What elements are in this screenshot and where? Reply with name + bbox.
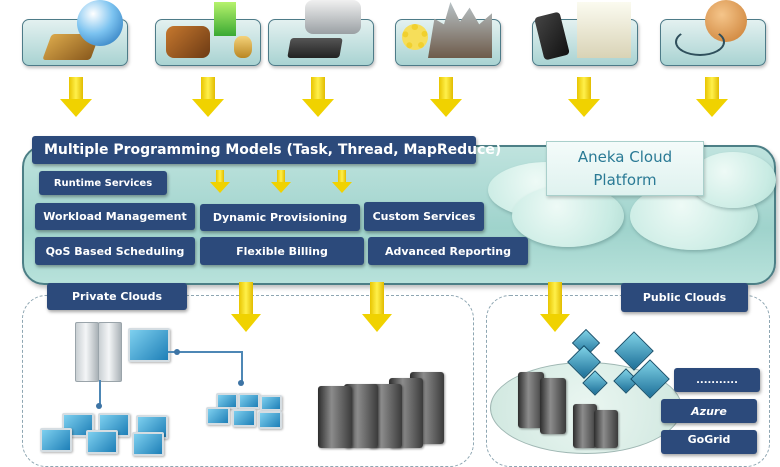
network-node-icon [238, 380, 244, 386]
app-tile-media [268, 0, 374, 66]
service-advanced-reporting: Advanced Reporting [368, 237, 528, 265]
aneka-name-line2: Platform [593, 171, 657, 189]
server-icon [98, 322, 122, 382]
network-link [168, 351, 242, 353]
finance-money-icon [166, 26, 210, 58]
arrow-down-icon [210, 170, 230, 194]
city-road-icon [428, 2, 492, 58]
workstation-icon [260, 395, 282, 411]
videotape-icon [287, 38, 343, 58]
arrow-down-icon [271, 170, 291, 194]
aneka-name-line1: Aneka Cloud [577, 148, 673, 166]
desktop-monitor-icon [128, 328, 170, 362]
service-custom-services: Custom Services [364, 202, 484, 231]
service-workload-management: Workload Management [35, 203, 195, 230]
arrow-down-icon [192, 77, 224, 119]
arrow-down-icon [540, 282, 570, 334]
cloud-decoration [690, 152, 776, 208]
provider-gogrid: GoGrid [661, 430, 757, 454]
network-node-icon [174, 349, 180, 355]
app-tile-healthcare [660, 0, 766, 66]
arrow-down-icon [362, 282, 392, 334]
app-tile-finance [155, 2, 261, 66]
workstation-icon [238, 393, 260, 409]
arrow-down-icon [430, 77, 462, 119]
arrow-down-icon [60, 77, 92, 119]
workstation-icon [40, 428, 72, 452]
app-tile-telecom [532, 2, 638, 66]
server-rack-icon [318, 386, 352, 448]
engineering-gears-icon [402, 24, 428, 50]
app-tile-geospatial [22, 0, 128, 66]
service-qos-scheduling: QoS Based Scheduling [35, 237, 195, 265]
programming-models-title: Multiple Programming Models (Task, Threa… [32, 136, 501, 164]
arrow-down-icon [231, 282, 261, 334]
coins-icon [234, 36, 252, 58]
arrow-down-icon [302, 77, 334, 119]
arrow-down-icon [696, 77, 728, 119]
stethoscope-icon [675, 28, 725, 56]
private-clouds-label: Private Clouds [47, 283, 187, 310]
workstation-icon [206, 407, 230, 425]
workstation-icon [86, 430, 118, 454]
server-rack-icon [518, 372, 544, 428]
server-icon [75, 322, 99, 382]
app-tile-engineering [395, 2, 501, 66]
server-rack-icon [594, 410, 618, 448]
runtime-services-label: Runtime Services [39, 171, 167, 195]
workstation-icon [132, 432, 164, 456]
aneka-cloud-platform-label: Aneka Cloud Platform [546, 141, 704, 196]
service-flexible-billing: Flexible Billing [200, 237, 364, 265]
server-rack-icon [540, 378, 566, 434]
public-clouds-label: Public Clouds [621, 283, 748, 312]
service-dynamic-provisioning: Dynamic Provisioning [200, 204, 360, 231]
globe-icon [77, 0, 123, 46]
mobile-telecom-icon [534, 11, 570, 61]
network-link [241, 351, 243, 383]
arrow-down-icon [568, 77, 600, 119]
banknotes-icon [214, 2, 236, 36]
network-node-icon [96, 403, 102, 409]
network-link [99, 380, 101, 408]
workstation-icon [258, 411, 282, 429]
provider-more: ........... [674, 368, 760, 392]
antenna-tower-icon [577, 2, 631, 58]
video-camera-icon [305, 0, 361, 34]
workstation-icon [232, 409, 256, 427]
provider-azure: Azure [661, 399, 757, 423]
arrow-down-icon [332, 170, 352, 194]
